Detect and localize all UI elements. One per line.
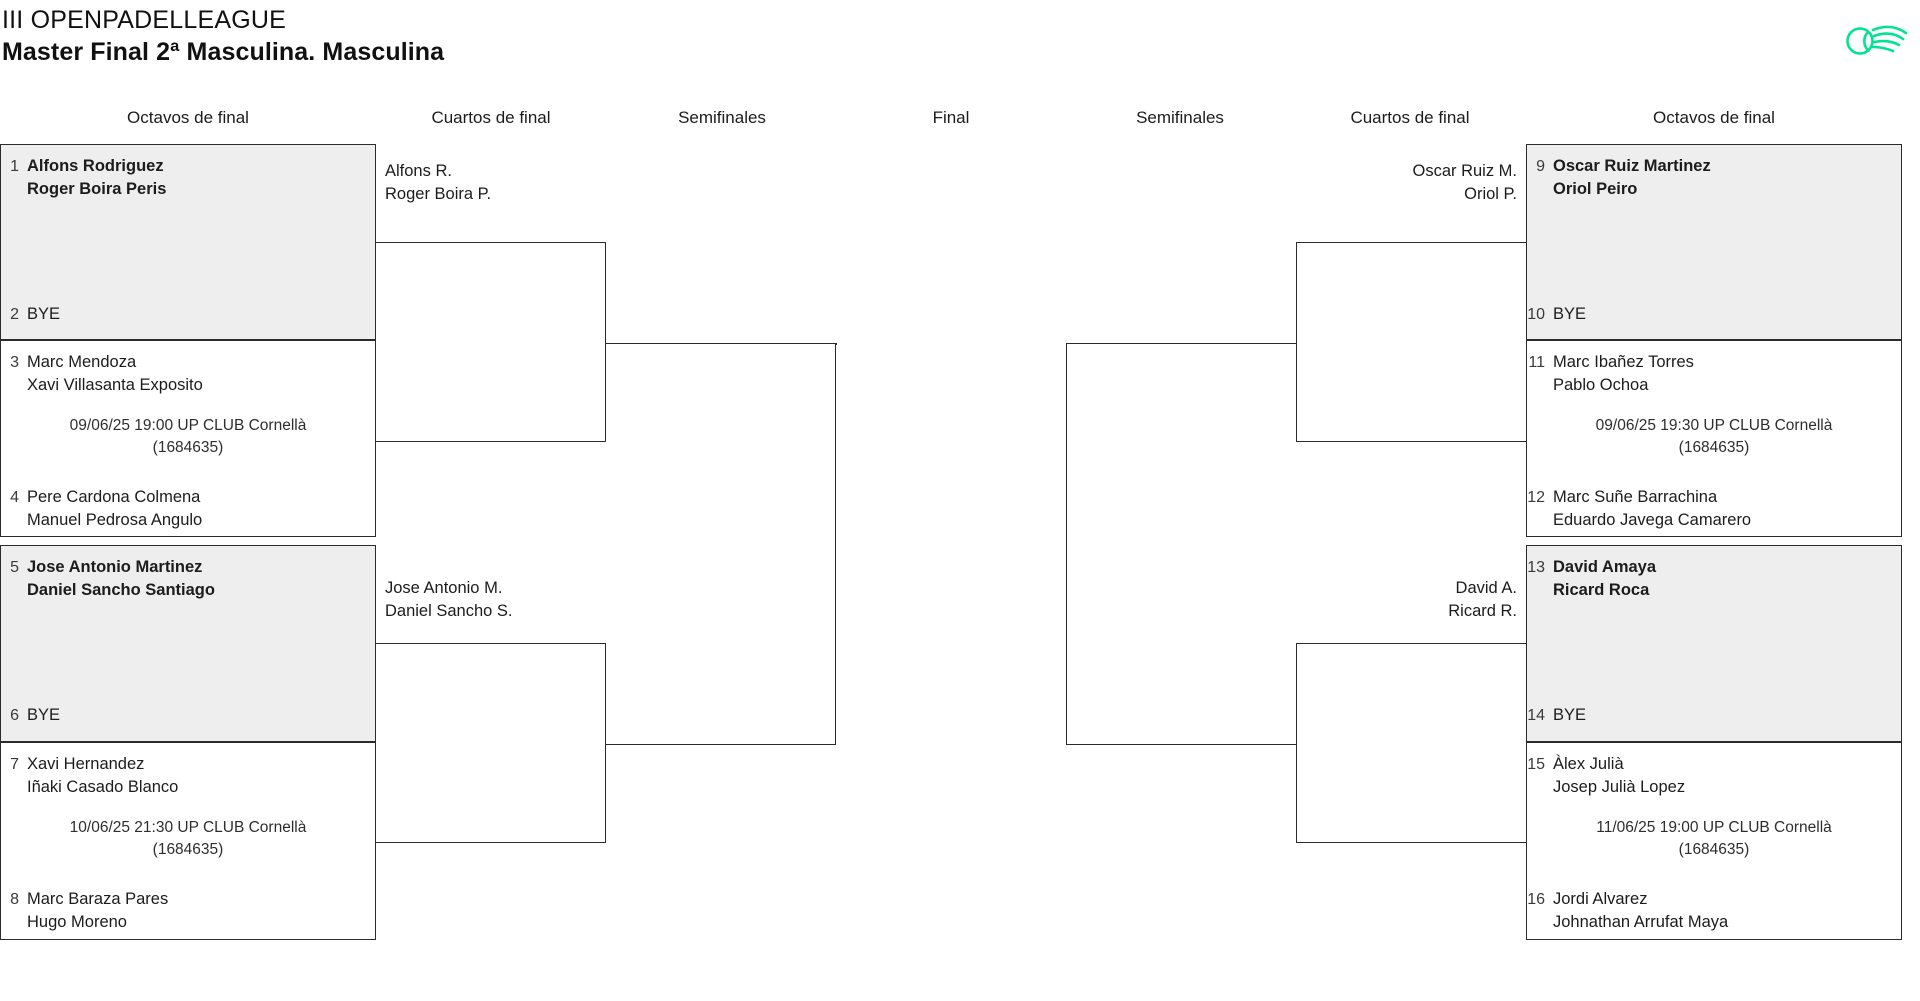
team-names: Marc Mendoza Xavi Villasanta Exposito — [27, 353, 203, 394]
advancing-team-left-qf-1: Alfons R. Roger Boira P. — [385, 162, 492, 203]
seed-number: 4 — [10, 489, 19, 506]
seed-number: 13 — [1527, 559, 1545, 576]
team-names: BYE — [27, 706, 61, 724]
padel-ball-logo — [1838, 14, 1912, 66]
round-header-right-r16: Octavos de final — [1653, 108, 1775, 127]
connector-right-qf-2 — [1296, 643, 1526, 843]
seed-slot[interactable]: 13 David Amaya Ricard Roca — [1527, 556, 1901, 602]
round-header-right-qf: Cuartos de final — [1350, 108, 1470, 127]
tournament-category: Master Final 2ª Masculina. Masculina — [2, 38, 445, 66]
seed-number: 10 — [1527, 306, 1545, 323]
round-header-left-qf: Cuartos de final — [431, 108, 551, 127]
seed-slot[interactable]: 8 Marc Baraza Pares Hugo Moreno — [1, 888, 375, 934]
match-box-right-4[interactable]: 15 Àlex Julià Josep Julià Lopez 11/06/25… — [1526, 742, 1902, 940]
tournament-name: III OPENPADELLEAGUE — [2, 6, 286, 34]
connector-right-sf-1 — [1066, 343, 1296, 745]
seed-number: 2 — [10, 306, 19, 323]
seed-slot[interactable]: 11 Marc Ibañez Torres Pablo Ochoa — [1527, 351, 1901, 397]
seed-slot[interactable]: 2 BYE — [1, 303, 375, 326]
match-schedule: 11/06/25 19:00 UP CLUB Cornellà (1684635… — [1596, 819, 1832, 858]
match-schedule: 09/06/25 19:30 UP CLUB Cornellà (1684635… — [1595, 417, 1833, 456]
connector-left-final — [836, 343, 837, 345]
match-box-right-1[interactable]: 9 Oscar Ruiz Martinez Oriol Peiro 10 BYE — [1526, 144, 1902, 340]
round-header-final: Final — [932, 108, 970, 127]
seed-number: 14 — [1527, 707, 1545, 724]
seed-slot[interactable]: 6 BYE — [1, 704, 375, 727]
match-box-right-3[interactable]: 13 David Amaya Ricard Roca 14 BYE — [1526, 545, 1902, 742]
connector-left-qf-2 — [376, 643, 606, 843]
connector-left-qf-1 — [376, 242, 606, 442]
team-names: Jose Antonio Martinez Daniel Sancho Sant… — [27, 558, 215, 599]
match-box-right-2[interactable]: 11 Marc Ibañez Torres Pablo Ochoa 09/06/… — [1526, 340, 1902, 537]
team-names: Oscar Ruiz Martinez Oriol Peiro — [1553, 157, 1711, 198]
team-names: Marc Baraza Pares Hugo Moreno — [27, 890, 169, 931]
team-names: BYE — [1553, 305, 1587, 323]
seed-slot[interactable]: 1 Alfons Rodriguez Roger Boira Peris — [1, 155, 375, 201]
match-schedule: 09/06/25 19:00 UP CLUB Cornellà (1684635… — [69, 417, 307, 456]
seed-number: 1 — [10, 158, 19, 175]
seed-number: 6 — [10, 707, 19, 724]
advancing-team-right-qf-3: David A. Ricard R. — [1448, 579, 1517, 620]
team-names: BYE — [1553, 706, 1587, 724]
seed-number: 3 — [10, 354, 19, 371]
team-names: David Amaya Ricard Roca — [1553, 558, 1657, 599]
connector-right-qf-1 — [1296, 242, 1526, 442]
advancing-team-left-qf-3: Jose Antonio M. Daniel Sancho S. — [385, 579, 513, 620]
seed-slot[interactable]: 7 Xavi Hernandez Iñaki Casado Blanco — [1, 753, 375, 799]
match-box-left-2[interactable]: 3 Marc Mendoza Xavi Villasanta Exposito … — [0, 340, 376, 537]
team-names: Marc Ibañez Torres Pablo Ochoa — [1553, 353, 1694, 394]
seed-number: 11 — [1528, 354, 1545, 371]
seed-slot[interactable]: 14 BYE — [1527, 704, 1901, 727]
match-schedule: 10/06/25 21:30 UP CLUB Cornellà (1684635… — [69, 819, 307, 858]
seed-number: 7 — [10, 756, 19, 773]
seed-slot[interactable]: 4 Pere Cardona Colmena Manuel Pedrosa An… — [1, 486, 375, 532]
connector-left-sf-1 — [606, 343, 836, 745]
match-box-left-3[interactable]: 5 Jose Antonio Martinez Daniel Sancho Sa… — [0, 545, 376, 742]
team-names: BYE — [27, 305, 61, 323]
team-names: Àlex Julià Josep Julià Lopez — [1553, 755, 1686, 796]
seed-number: 16 — [1527, 891, 1545, 908]
round-header-left-sf: Semifinales — [678, 108, 766, 127]
seed-slot[interactable]: 5 Jose Antonio Martinez Daniel Sancho Sa… — [1, 556, 375, 602]
seed-number: 5 — [10, 559, 19, 576]
seed-slot[interactable]: 3 Marc Mendoza Xavi Villasanta Exposito — [1, 351, 375, 397]
seed-number: 15 — [1527, 756, 1545, 773]
team-names: Alfons Rodriguez Roger Boira Peris — [27, 157, 167, 198]
match-box-left-4[interactable]: 7 Xavi Hernandez Iñaki Casado Blanco 10/… — [0, 742, 376, 940]
team-names: Jordi Alvarez Johnathan Arrufat Maya — [1553, 890, 1729, 931]
seed-slot[interactable]: 16 Jordi Alvarez Johnathan Arrufat Maya — [1527, 888, 1901, 934]
team-names: Xavi Hernandez Iñaki Casado Blanco — [27, 755, 179, 796]
page-title: III OPENPADELLEAGUE Master Final 2ª Masc… — [2, 4, 444, 68]
team-names: Pere Cardona Colmena Manuel Pedrosa Angu… — [27, 488, 203, 529]
seed-slot[interactable]: 15 Àlex Julià Josep Julià Lopez — [1527, 753, 1901, 799]
seed-slot[interactable]: 10 BYE — [1527, 303, 1901, 326]
team-names: Marc Suñe Barrachina Eduardo Javega Cama… — [1553, 488, 1752, 529]
match-box-left-1[interactable]: 1 Alfons Rodriguez Roger Boira Peris 2 B… — [0, 144, 376, 340]
seed-slot[interactable]: 9 Oscar Ruiz Martinez Oriol Peiro — [1527, 155, 1901, 201]
seed-number: 12 — [1527, 489, 1545, 506]
advancing-team-right-qf-1: Oscar Ruiz M. Oriol P. — [1412, 162, 1517, 203]
seed-number: 8 — [10, 891, 19, 908]
seed-number: 9 — [1536, 158, 1545, 175]
round-header-left-r16: Octavos de final — [127, 108, 249, 127]
round-header-right-sf: Semifinales — [1136, 108, 1224, 127]
seed-slot[interactable]: 12 Marc Suñe Barrachina Eduardo Javega C… — [1527, 486, 1901, 532]
